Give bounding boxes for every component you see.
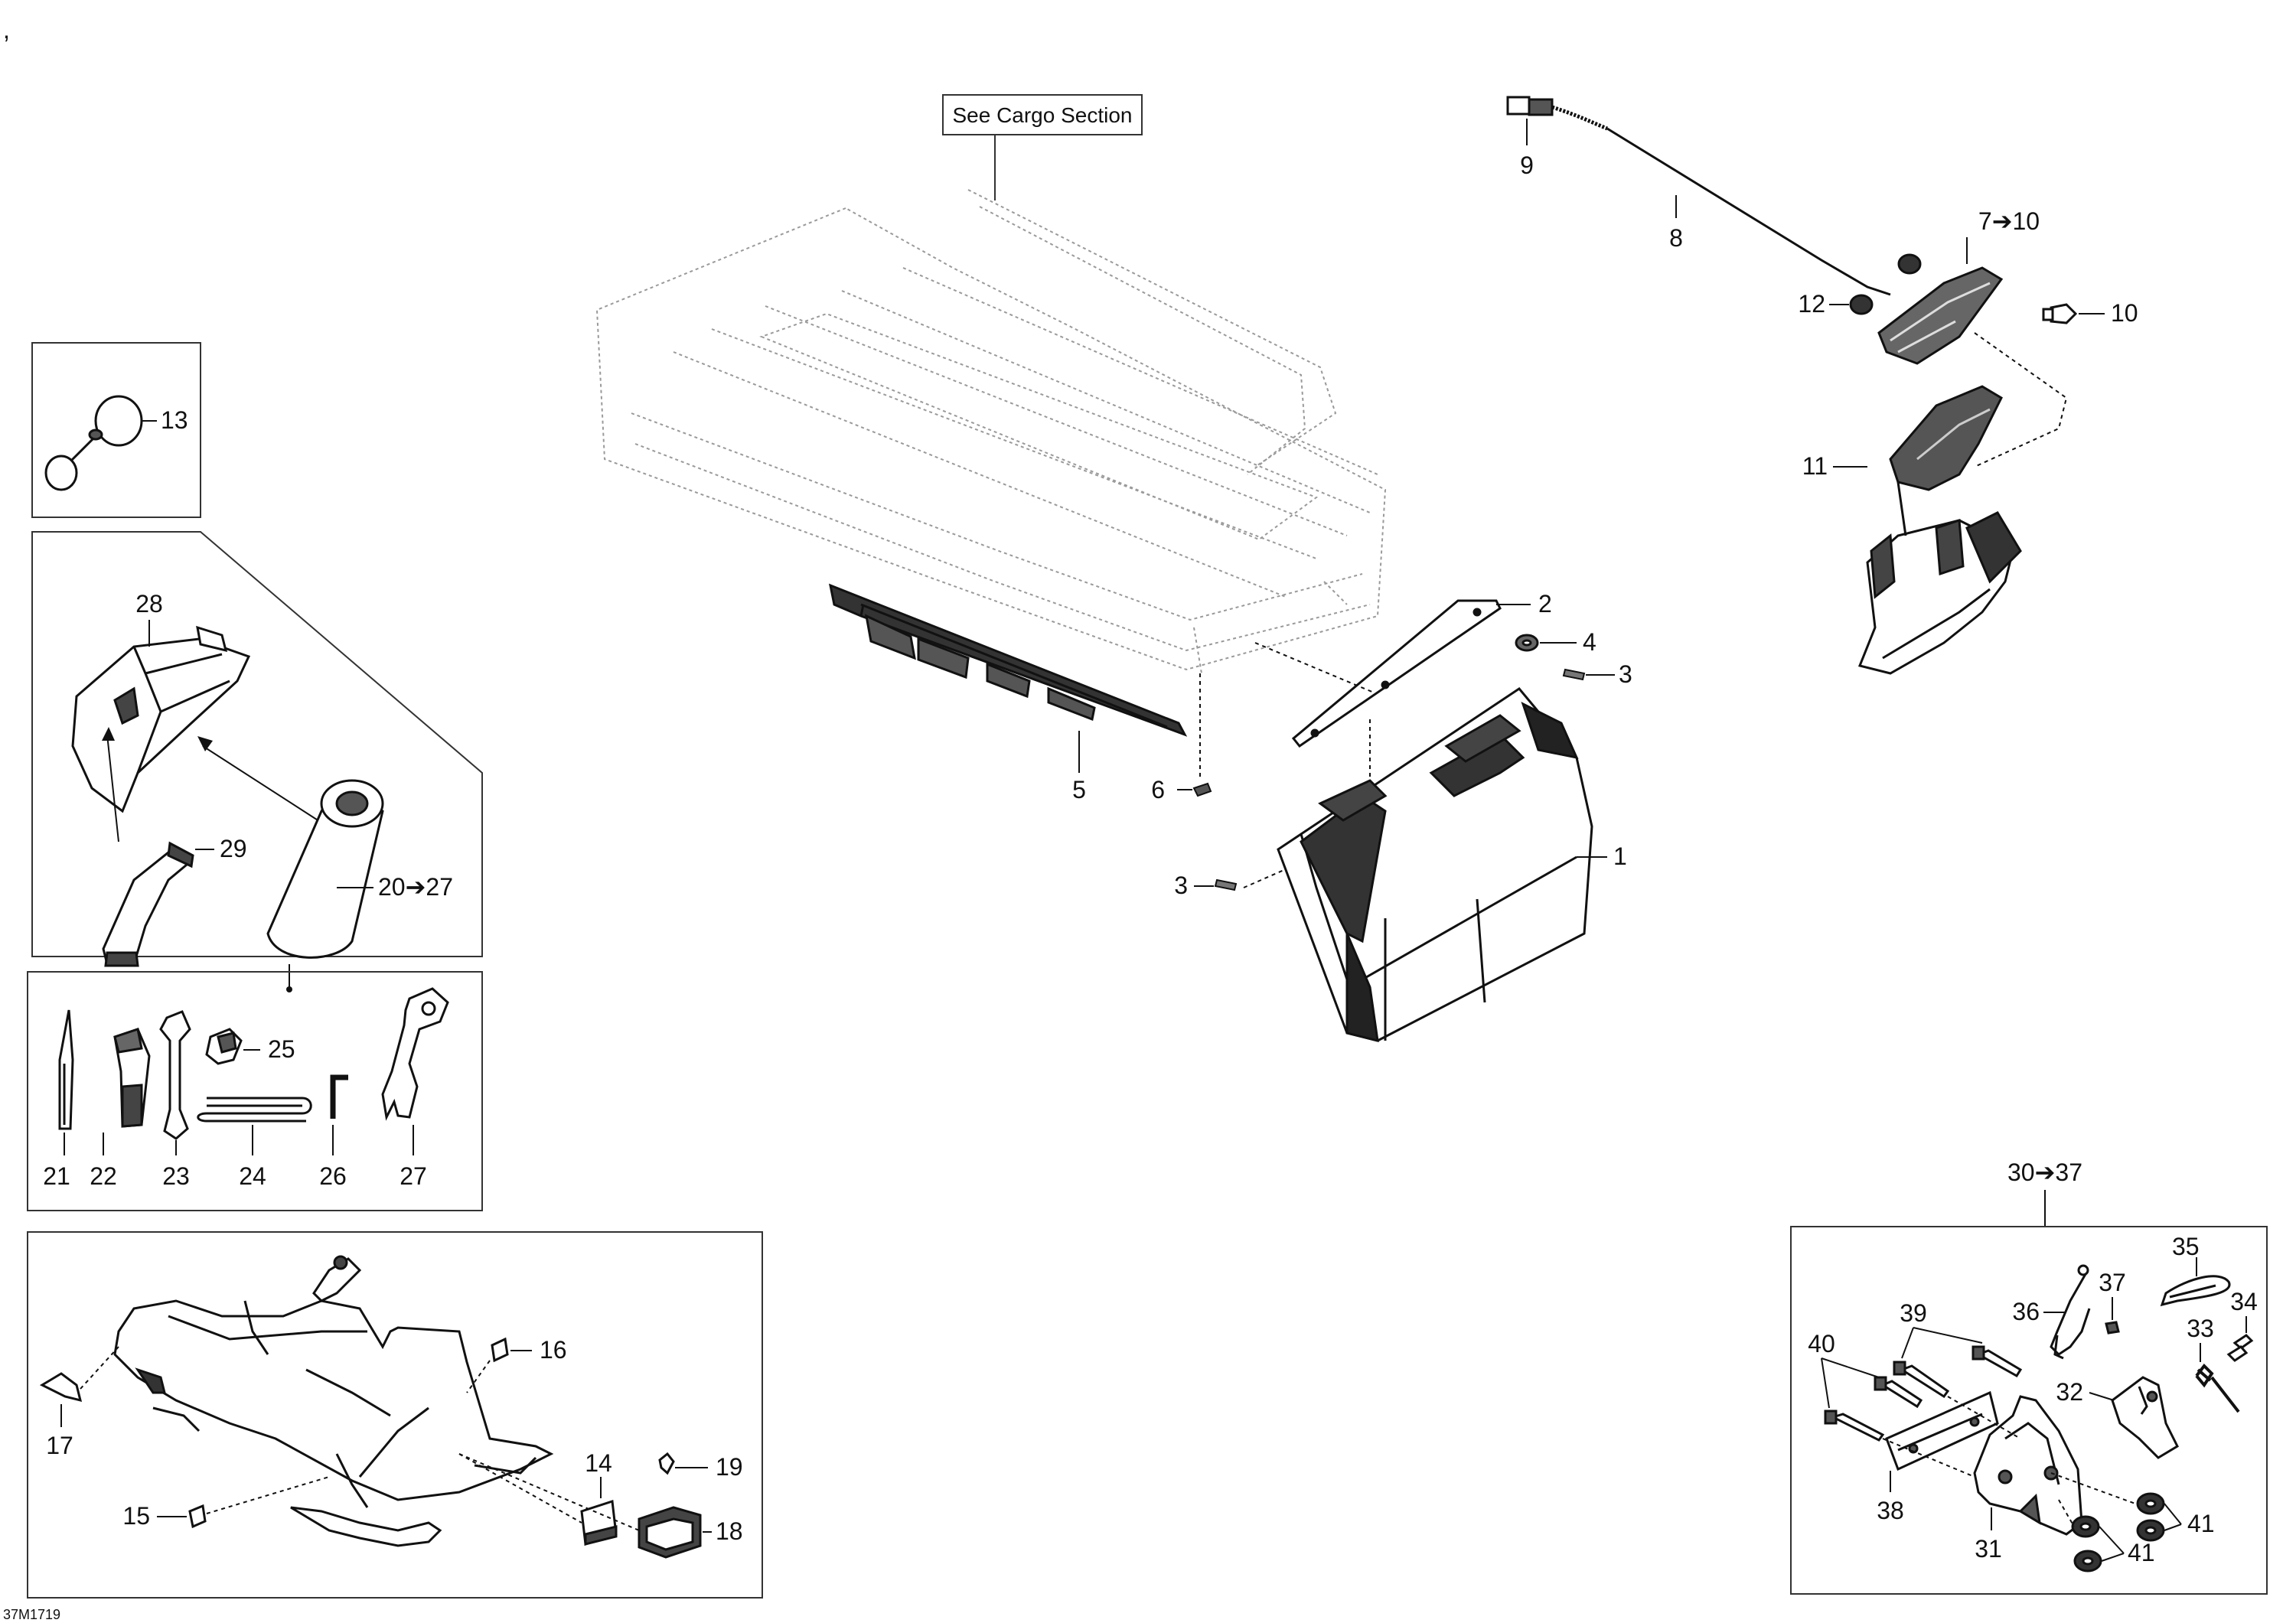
label-34: 34 [2230,1288,2258,1315]
label-26: 26 [319,1162,347,1190]
label-41-lower: 41 [2128,1539,2155,1566]
part-5-side-deflector [828,583,1188,737]
label-35: 35 [2172,1233,2200,1260]
part-20-27-tool-kit-roll [266,779,384,959]
label-3-upper: 3 [1619,660,1632,688]
part-27-spanner [381,987,449,1121]
part-41-nuts [2071,1492,2165,1572]
part-12-grommet-upper [1897,253,1922,275]
label-16: 16 [540,1336,567,1364]
part-1-snow-flap [1277,687,1593,1042]
part-38-backing-plate [1885,1390,1999,1471]
label-14: 14 [585,1449,612,1477]
label-20-27: 20➔27 [378,873,453,901]
part-14-decal [580,1500,618,1546]
part-7-taillight-lens [1877,266,2004,365]
label-17: 17 [46,1432,73,1459]
label-7-10: 7➔10 [1978,207,2040,235]
label-36: 36 [2012,1298,2040,1325]
part-25-clip [205,1028,243,1065]
part-22-spark-plug-socket [113,1028,151,1128]
label-23: 23 [162,1162,190,1190]
box-decals [27,1231,763,1599]
label-24: 24 [239,1162,266,1190]
part-3-screw-lower [1214,878,1238,891]
label-32: 32 [2056,1378,2083,1406]
label-9: 9 [1520,152,1534,179]
part-17-decal [39,1372,83,1403]
box-hitch-kit [1790,1226,2268,1595]
label-3-lower: 3 [1174,872,1188,899]
label-39: 39 [1900,1299,1927,1327]
label-41-right: 41 [2187,1510,2215,1537]
part-9-connector [1506,96,1608,131]
part-26-hex-key [330,1074,348,1119]
see-cargo-section-box [942,94,1143,135]
part-36-lanyard [2050,1264,2091,1360]
box-part-13 [31,342,201,518]
part-29-strap [102,841,194,967]
part-28-tool-holder [71,625,251,813]
label-13: 13 [161,406,188,434]
label-5: 5 [1072,776,1086,803]
cargo-rack-ghost [595,189,1387,674]
label-12: 12 [1798,290,1825,318]
label-37: 37 [2099,1269,2126,1296]
part-6-rivet [1177,673,1212,797]
label-11: 11 [1802,452,1828,480]
part-19-clip [658,1452,675,1475]
part-24-belt-loop [197,1097,312,1123]
label-21: 21 [43,1162,70,1190]
label-31: 31 [1975,1535,2002,1563]
figure-id: 37M1719 [3,1607,60,1622]
part-34-pin [2226,1334,2254,1362]
label-19: 19 [716,1453,743,1481]
see-cargo-section-label: See Cargo Section [952,103,1132,127]
label-38: 38 [1877,1497,1904,1524]
part-40-bolts [1824,1376,1923,1442]
part-33-spring [2195,1363,2240,1413]
box-tools [27,971,483,1211]
label-15: 15 [122,1502,150,1530]
part-10-bulb [2042,303,2078,324]
part-31-hitch-bracket [1973,1395,2083,1536]
part-13-reflector [44,395,143,491]
part-4-washer [1515,634,1539,652]
label-1: 1 [1613,842,1627,870]
part-39-bolts [1893,1345,2023,1399]
label-29: 29 [220,835,247,862]
part-23-wrench [159,1010,191,1140]
label-27: 27 [400,1162,427,1190]
label-22: 22 [90,1162,117,1190]
part-11-taillight-housing [1857,385,2022,675]
part-37-rivet [2105,1321,2120,1335]
label-2: 2 [1538,590,1552,618]
part-3-screw-upper [1562,668,1586,681]
label-28: 28 [135,590,163,618]
label-33: 33 [2187,1315,2214,1342]
part-8-harness [1606,127,1891,296]
label-40: 40 [1808,1330,1835,1357]
part-18-bag [638,1506,702,1559]
snowmobile-outline [113,1255,554,1547]
box-tool-kit [31,531,483,957]
part-32-latch [2111,1376,2179,1459]
label-18: 18 [716,1517,743,1545]
label-6: 6 [1151,776,1165,803]
label-25: 25 [268,1035,295,1063]
part-12-grommet [1849,294,1874,315]
part-15-decal [188,1504,207,1529]
label-4: 4 [1583,628,1596,656]
label-8: 8 [1669,224,1683,252]
part-35-hitch-pin [2160,1275,2231,1307]
top-mark: , [3,16,10,44]
label-30-37: 30➔37 [2007,1159,2082,1186]
part-2-retaining-strip [1291,599,1502,748]
part-21-screwdriver [58,1009,74,1130]
label-10: 10 [2111,299,2138,327]
part-16-decal [491,1337,509,1363]
